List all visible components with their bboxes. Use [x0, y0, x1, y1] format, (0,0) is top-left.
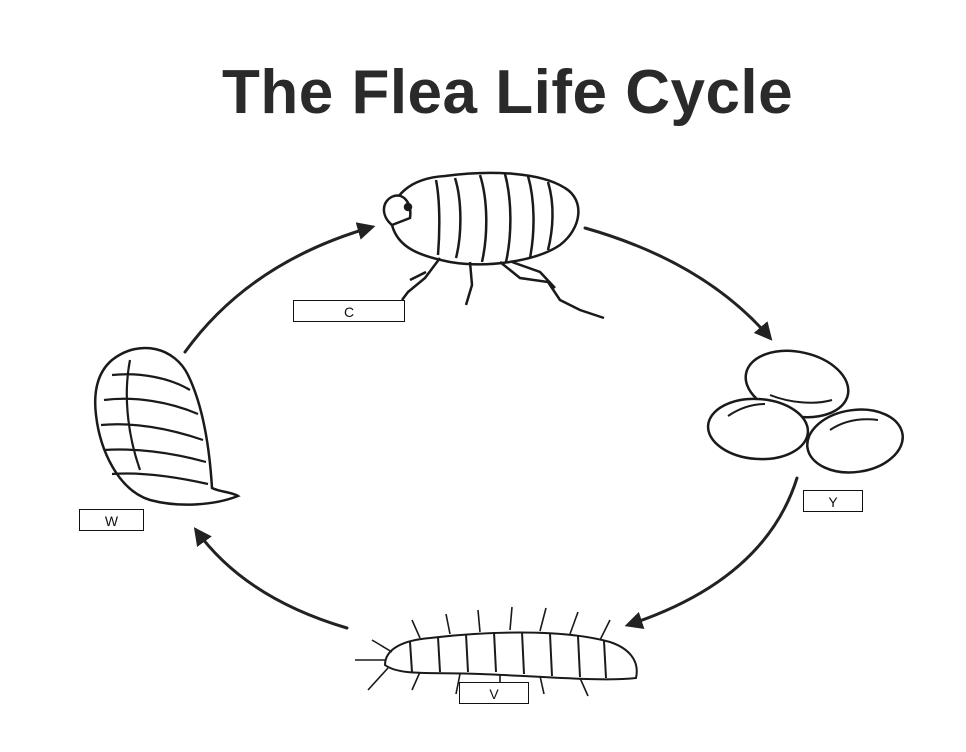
arrow-adult-to-eggs — [583, 226, 773, 341]
label-box-pupa[interactable]: W — [79, 509, 144, 531]
arrow-pupa-to-adult — [183, 222, 376, 354]
flea-larva-icon — [355, 606, 638, 697]
arrow-eggs-to-larva — [624, 476, 799, 630]
flea-pupa-icon — [94, 346, 241, 506]
diagram-title: The Flea Life Cycle — [222, 58, 794, 127]
label-box-adult[interactable]: C — [293, 300, 405, 322]
label-box-larva[interactable]: V — [459, 682, 529, 704]
arrow-larva-to-pupa — [193, 527, 349, 630]
cycle-arrows — [183, 222, 799, 630]
adult-flea-icon — [382, 171, 605, 320]
flea-eggs-icon — [706, 349, 904, 474]
label-box-eggs[interactable]: Y — [803, 490, 863, 512]
